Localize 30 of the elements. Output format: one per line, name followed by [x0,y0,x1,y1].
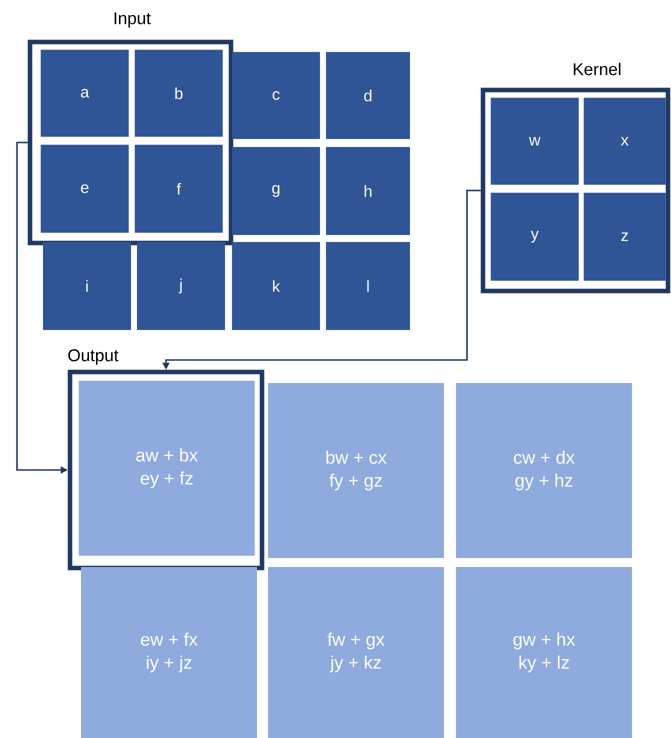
node-label: aw + bx [136,448,198,462]
grid-cell: k [232,242,320,330]
grid-cell: h [326,147,410,235]
grid-cell: d [326,52,410,139]
grid-title: Kernel [574,62,620,76]
grid-cell: x [584,98,666,185]
grid-cell: j [137,242,225,330]
grid-title: Input [114,12,151,28]
output-cell: fw + gx jy + kz [268,567,444,738]
highlight-frame [28,40,234,246]
grid-cell: f [134,144,223,233]
grid-title: Output [68,349,118,365]
highlight-frame [68,370,264,570]
grid-cell: g [232,147,320,235]
grid-cell: b [134,50,223,137]
node-label: ey + fz [140,471,193,488]
output-cell: aw + bx ey + fz [78,380,255,556]
grid-cell: c [232,52,320,139]
grid-cell: e [40,144,129,233]
grid-cell: z [584,192,666,281]
output-cell: ew + fx iy + jz [81,567,257,738]
highlight-frame [480,88,670,294]
output-cell: cw + dx gy + hz [456,383,632,558]
grid-cell: i [43,242,131,330]
output-cell: gw + hx ky + lz [456,567,632,738]
grid-cell: l [326,242,410,330]
grid-cell: a [40,50,129,137]
grid-cell: y [490,192,579,281]
output-cell: bw + cx fy + gz [268,383,444,558]
grid-cell: w [490,98,579,185]
